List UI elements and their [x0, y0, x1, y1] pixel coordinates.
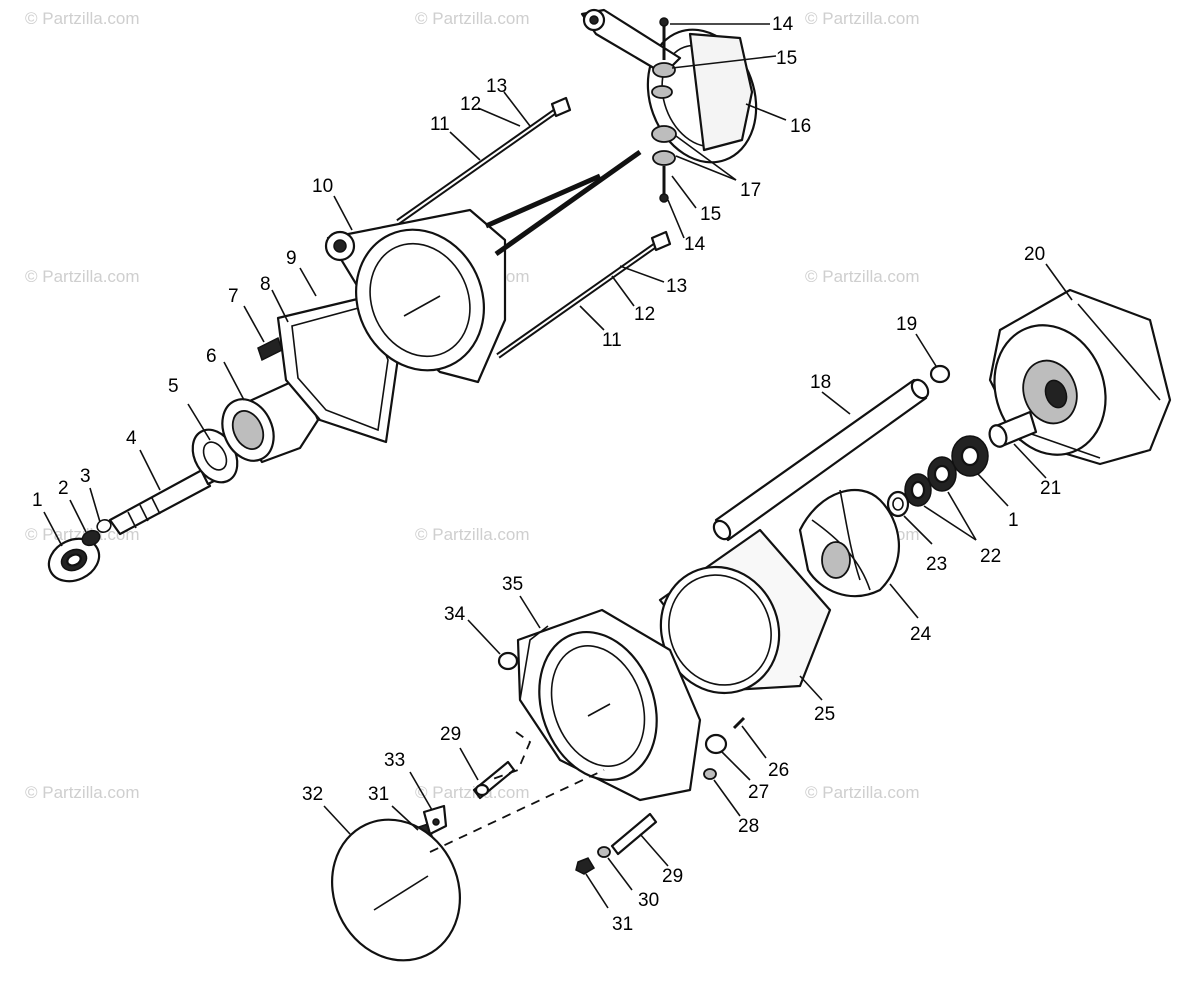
leader-lines: [43, 23, 1073, 909]
callout-14-upper: 14: [772, 14, 794, 35]
fitting-29-lower: [610, 812, 658, 856]
bearing-1-right: [951, 435, 989, 477]
callout-28: 28: [738, 816, 759, 837]
o-ring-19: [929, 364, 951, 384]
watermark: © Partzilla.com: [415, 525, 530, 544]
nut-31-lower: [575, 857, 596, 875]
watermark: © Partzilla.com: [25, 267, 140, 286]
bushing-27: [704, 733, 728, 755]
callout-11-lower: 11: [602, 330, 622, 351]
callout-13-lower: 13: [666, 276, 687, 297]
callout-9: 9: [286, 248, 297, 269]
bushing-17: [651, 125, 677, 166]
watermark: © Partzilla.com: [805, 9, 920, 28]
seal-2: [81, 529, 101, 547]
seals-22: [904, 456, 957, 507]
callout-32: 32: [302, 784, 323, 805]
callout-6: 6: [206, 346, 217, 367]
impeller-24: [798, 488, 901, 598]
bolt-14-upper: [659, 17, 669, 60]
callout-23: 23: [926, 554, 947, 575]
watermark: © Partzilla.com: [415, 9, 530, 28]
callout-3: 3: [80, 466, 91, 487]
callout-4: 4: [126, 428, 137, 449]
fitting-29-upper: [472, 760, 516, 800]
grate-ring-32: [330, 818, 462, 962]
cap-21: [988, 410, 1038, 448]
callout-29-upper: 29: [440, 724, 461, 745]
callout-21: 21: [1040, 478, 1061, 499]
callout-19: 19: [896, 314, 917, 335]
callout-34: 34: [444, 604, 466, 625]
bracket-33: [422, 804, 448, 836]
watermark: © Partzilla.com: [805, 783, 920, 802]
callout-20: 20: [1024, 244, 1045, 265]
watermark: © Partzilla.com: [415, 783, 530, 802]
callout-31-upper: 31: [368, 784, 389, 805]
callout-15-lower: 15: [700, 204, 721, 225]
callout-25: 25: [814, 704, 835, 725]
watermark: © Partzilla.com: [25, 9, 140, 28]
pump-body-35: [516, 608, 702, 802]
washer-28: [703, 768, 717, 780]
callout-14-lower: 14: [684, 234, 706, 255]
callout-12-upper: 12: [460, 94, 481, 115]
clip-7: [257, 336, 283, 362]
callout-11-upper: 11: [430, 114, 450, 135]
wear-ring-25: [658, 528, 832, 695]
callout-16: 16: [790, 116, 811, 137]
callout-33: 33: [384, 750, 405, 771]
pin-26: [732, 716, 746, 730]
callout-1-right: 1: [1008, 510, 1019, 531]
callout-10: 10: [312, 176, 333, 197]
callout-8: 8: [260, 274, 271, 295]
watermark: © Partzilla.com: [805, 267, 920, 286]
ring-3: [96, 519, 112, 533]
callout-12-lower: 12: [634, 304, 655, 325]
washer-30: [597, 846, 611, 858]
callout-24: 24: [910, 624, 932, 645]
callout-15-upper: 15: [776, 48, 797, 69]
watermark: © Partzilla.com: [25, 783, 140, 802]
stud-middle: [484, 149, 642, 257]
callout-29-lower: 29: [662, 866, 683, 887]
callout-1: 1: [32, 490, 43, 511]
bolt-14-lower: [659, 166, 669, 203]
callout-labels: 1 2 3 4 5 6 7 8 9 10 11 12 13 14 15 16 1…: [32, 14, 1061, 935]
callout-7: 7: [228, 286, 239, 307]
callout-30: 30: [638, 890, 659, 911]
callout-26: 26: [768, 760, 789, 781]
impeller-shaft-18: [712, 378, 930, 542]
callout-35: 35: [502, 574, 523, 595]
callout-17: 17: [740, 180, 761, 201]
washer-15-upper: [651, 62, 676, 99]
callout-2: 2: [58, 478, 69, 499]
callout-5: 5: [168, 376, 179, 397]
assembly-lines: [429, 731, 605, 853]
spacer-23: [886, 490, 910, 518]
stud-11-lower: [496, 230, 672, 359]
callout-18: 18: [810, 372, 831, 393]
callout-31-lower: 31: [612, 914, 633, 935]
bearing-1-left: [47, 537, 101, 583]
stud-11-upper: [396, 96, 572, 225]
o-ring-34: [497, 651, 519, 671]
callout-22: 22: [980, 546, 1001, 567]
pump-housing-10: [324, 208, 507, 384]
callout-27: 27: [748, 782, 769, 803]
callout-13-upper: 13: [486, 76, 507, 97]
